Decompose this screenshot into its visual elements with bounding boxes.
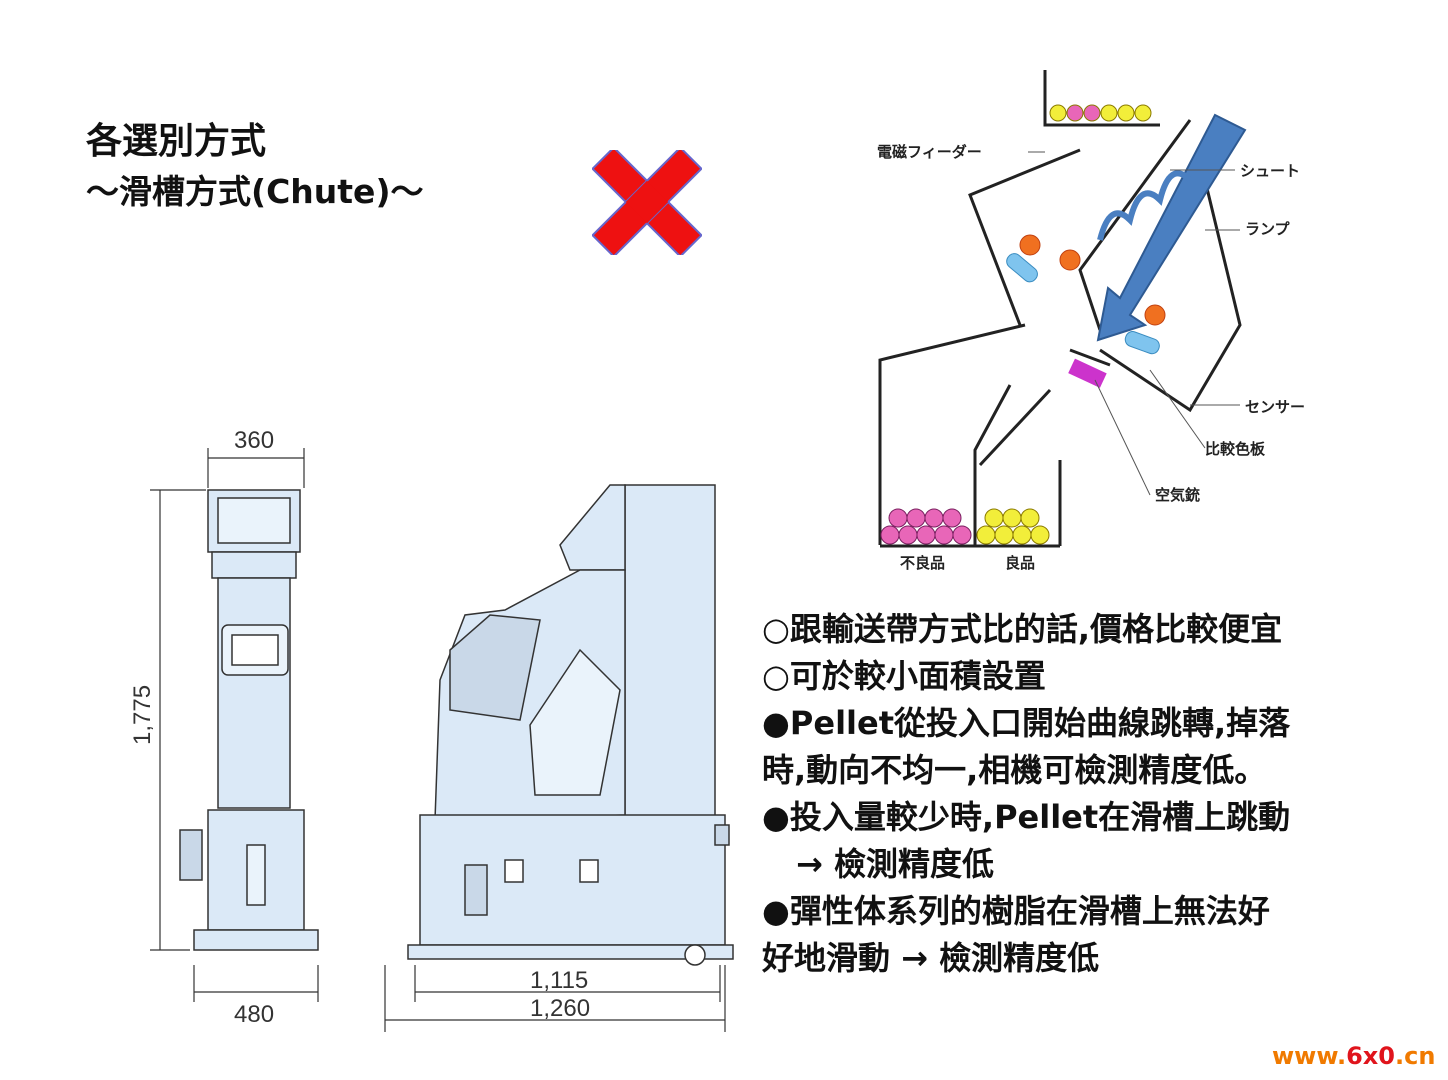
note-item: ○跟輸送帶方式比的話,價格比較便宜 [762,610,1283,648]
note-item: ●Pellet從投入口開始曲線跳轉,掉落 [762,704,1291,742]
dim-width-bottom: 480 [234,1001,274,1028]
label-chute: シュート [1240,162,1300,180]
label-lamp: ランプ [1245,220,1291,238]
label-air-gun: 空気銃 [1155,486,1200,504]
air-gun-icon [1068,358,1107,388]
notes-list: ○跟輸送帶方式比的話,價格比較便宜 ○可於較小面積設置 ●Pellet從投入口開… [762,606,1362,982]
swirl-path [1097,170,1193,241]
watermark: www.6x0.cn [1272,1042,1435,1070]
dim-height: 1,775 [129,685,156,745]
machine-drawing: 360 1,775 480 1,115 1,260 [129,427,734,1032]
note-item: ○可於較小面積設置 [762,657,1046,695]
note-item: ●投入量較少時,Pellet在滑槽上跳動 [762,798,1291,836]
watermark-suffix: .cn [1395,1042,1436,1070]
note-item: 時,動向不均一,相機可檢測精度低。 [762,751,1267,789]
watermark-brand: 6x0 [1346,1042,1395,1070]
sensor-icon [1006,253,1038,283]
label-defective: 不良品 [900,554,945,572]
page-subtitle: ～滑槽方式(Chute)～ [86,172,424,211]
watermark-prefix: www. [1272,1042,1347,1070]
label-good: 良品 [1005,554,1035,572]
dim-depth-inner: 1,115 [530,967,588,994]
good-bin [976,508,1050,545]
label-reference-plate: 比較色板 [1205,440,1266,458]
chute-diagram: 電磁フィーダー シュート ランプ センサー 比較色板 空気銃 不良品 良品 [877,70,1305,572]
page-title: 各選別方式 [86,121,267,162]
dim-width-top: 360 [234,427,274,454]
label-sensor: センサー [1245,398,1305,416]
side-hopper [559,484,626,571]
note-item: ●彈性体系列的樹脂在滑槽上無法好 [762,892,1270,930]
label-feeder: 電磁フィーダー [877,143,982,161]
chute-arrow [1096,113,1247,342]
dim-depth-outer: 1,260 [530,995,590,1022]
lamp-icons [1019,234,1166,326]
red-x-icon [592,150,702,255]
feeder-tray [1043,70,1160,127]
note-item: 好地滑動 → 檢測精度低 [762,939,1100,977]
note-item: → 檢測精度低 [796,845,994,883]
defective-bin [880,508,972,545]
